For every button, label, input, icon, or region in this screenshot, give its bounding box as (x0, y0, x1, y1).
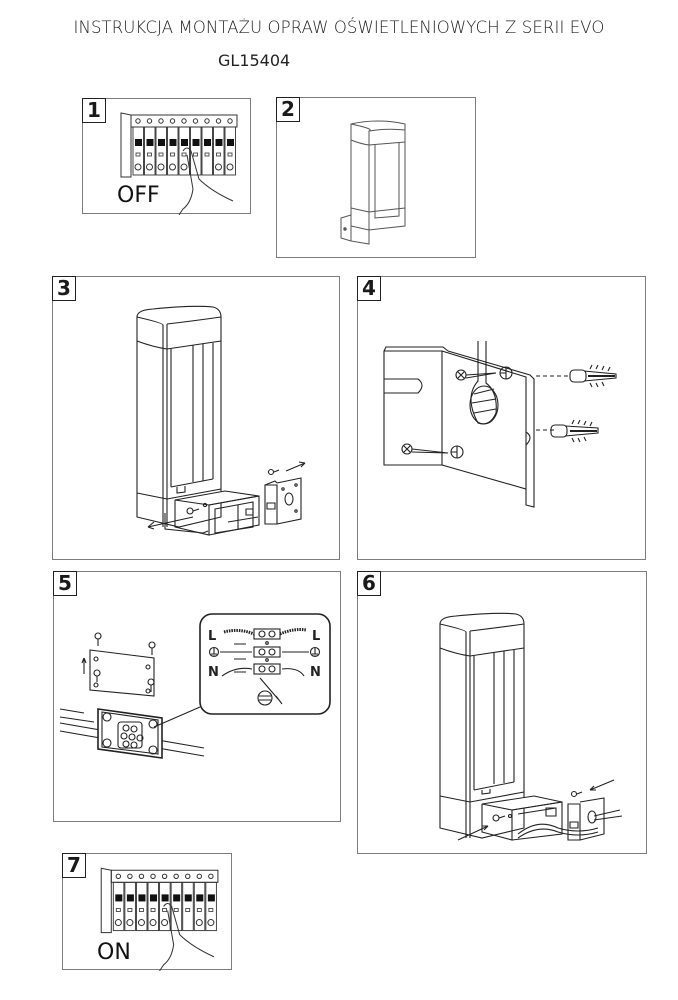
breaker-switch (146, 139, 154, 146)
breaker-switch (115, 894, 123, 902)
neutral-label-left: N (208, 665, 219, 680)
step-number: 1 (82, 98, 106, 123)
neutral-label-right: N (310, 665, 321, 680)
breaker-switch (169, 139, 177, 146)
step-number: 3 (52, 276, 76, 301)
step-number: 5 (53, 571, 77, 596)
breaker-switch (184, 894, 192, 902)
breaker-switch (158, 139, 165, 146)
breaker-switch (181, 139, 188, 146)
breaker-switch (173, 894, 181, 902)
breaker-switch (126, 894, 134, 902)
wall-fixing-illustration (383, 341, 617, 508)
step-number: 6 (357, 571, 381, 596)
step-caption-off: OFF (117, 183, 160, 208)
lamp-mounting-illustration (439, 612, 623, 841)
breaker-panel-illustration (100, 867, 219, 971)
step-number: 7 (62, 853, 86, 878)
step-4-panel: 4 (357, 276, 646, 560)
live-label-left: L (208, 629, 216, 644)
breaker-switch (227, 139, 234, 146)
breaker-switch (138, 894, 146, 902)
step-1-panel: 1 OFF (82, 98, 251, 215)
breaker-switch (196, 894, 204, 902)
document-title: INSTRUKCJA MONTAŻU OPRAW OŚWIETLENIOWYCH… (73, 18, 605, 37)
breaker-switch (150, 894, 158, 902)
step-2-panel: 2 (276, 97, 476, 258)
step-caption-on: ON (97, 940, 131, 965)
wiring-illustration: L L N N (59, 613, 331, 759)
breaker-switch (161, 894, 169, 902)
step-3-panel: 3 (52, 276, 340, 560)
live-label-right: L (312, 629, 320, 644)
breaker-switch (135, 139, 142, 146)
breaker-switch (204, 139, 211, 146)
breaker-switch (192, 139, 200, 146)
step-number: 4 (357, 276, 381, 301)
lamp-illustration (340, 120, 406, 245)
breaker-panel-illustration (120, 112, 238, 215)
step-6-panel: 6 (357, 571, 647, 854)
step-7-panel: 7 ON (62, 853, 232, 971)
breaker-switch (215, 139, 223, 146)
step-5-panel: 5 L L N N (53, 571, 341, 822)
model-number: GL15404 (218, 51, 291, 70)
step-number: 2 (276, 97, 300, 122)
breaker-switch (207, 894, 215, 902)
bracket-removal-illustration (136, 305, 306, 536)
